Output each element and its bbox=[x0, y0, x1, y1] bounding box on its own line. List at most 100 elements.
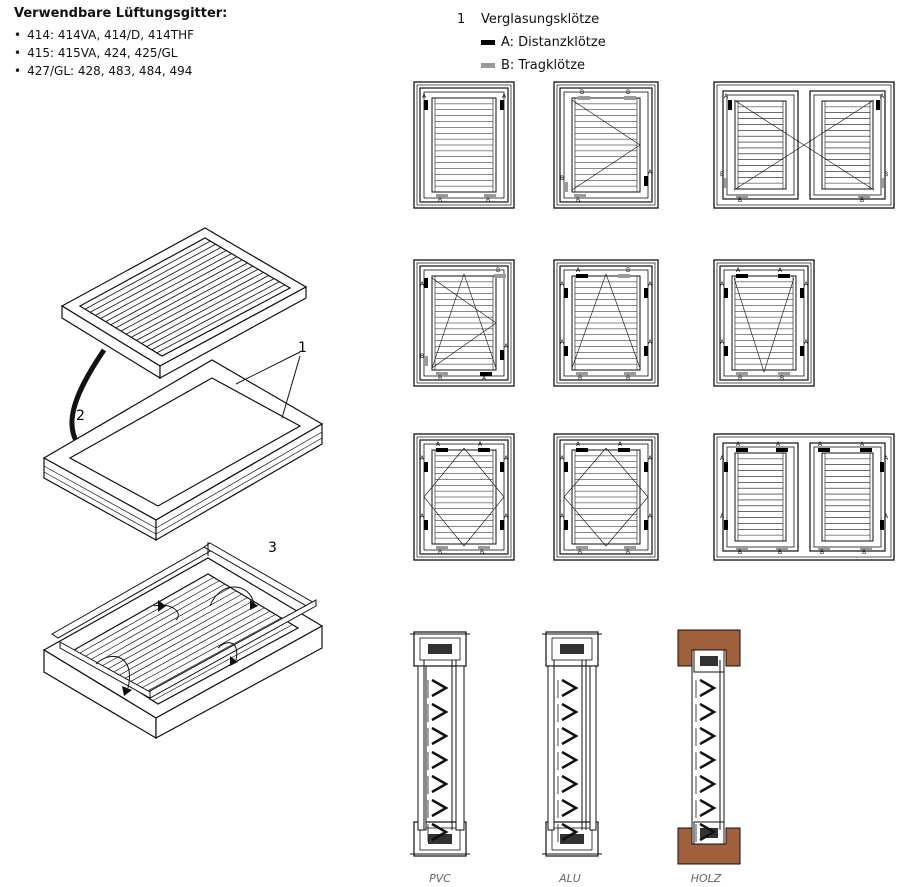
svg-text:A: A bbox=[720, 281, 725, 288]
svg-text:B: B bbox=[420, 353, 424, 360]
svg-text:A: A bbox=[880, 93, 885, 100]
svg-text:A: A bbox=[420, 455, 425, 462]
svg-text:B: B bbox=[884, 171, 888, 178]
legend-b-label: B: Tragklötze bbox=[501, 58, 586, 73]
svg-text:A: A bbox=[436, 441, 441, 448]
top-grille-panel bbox=[60, 227, 308, 380]
grid-list: 414: 414VA, 414/D, 414THF 415: 415VA, 42… bbox=[14, 26, 194, 80]
profile-label-holz: HOLZ bbox=[690, 872, 722, 885]
glazing-diagram-2: B B B B A bbox=[553, 81, 659, 209]
svg-text:A: A bbox=[648, 169, 653, 176]
svg-text:B: B bbox=[438, 197, 442, 204]
legend-title-line: 1 Verglasungsklötze bbox=[457, 8, 606, 31]
glazing-diagram-1: A A B B bbox=[413, 81, 515, 209]
svg-text:A: A bbox=[576, 441, 581, 448]
svg-text:A: A bbox=[724, 93, 729, 100]
svg-text:A: A bbox=[504, 513, 509, 520]
svg-text:A: A bbox=[560, 281, 565, 288]
glazing-beads bbox=[51, 542, 317, 699]
bead-arrow-heads bbox=[122, 600, 258, 696]
svg-text:A: A bbox=[736, 267, 741, 274]
svg-text:A: A bbox=[720, 339, 725, 346]
list-item: 414: 414VA, 414/D, 414THF bbox=[14, 26, 194, 44]
legend-item-a: A: Distanzklötze bbox=[457, 31, 606, 54]
svg-text:B: B bbox=[738, 375, 742, 382]
svg-text:A: A bbox=[502, 93, 507, 100]
svg-text:A: A bbox=[618, 441, 623, 448]
profile-section-holz bbox=[677, 629, 741, 865]
profile-label-pvc: PVC bbox=[429, 872, 451, 885]
svg-text:A: A bbox=[482, 375, 487, 382]
svg-text:B: B bbox=[820, 549, 824, 556]
legend: 1 Verglasungsklötze A: Distanzklötze B: T… bbox=[457, 8, 606, 77]
svg-text:A: A bbox=[560, 455, 565, 462]
svg-text:B: B bbox=[626, 375, 630, 382]
svg-text:B: B bbox=[438, 375, 442, 382]
svg-text:A: A bbox=[478, 441, 483, 448]
step-label-3: 3 bbox=[268, 540, 277, 556]
page-heading: Verwendbare Lüftungsgitter: bbox=[14, 6, 228, 21]
svg-text:B: B bbox=[496, 267, 500, 274]
leader-line bbox=[235, 351, 301, 385]
svg-text:A: A bbox=[720, 455, 725, 462]
svg-text:A: A bbox=[804, 339, 809, 346]
svg-text:B: B bbox=[480, 549, 484, 556]
legend-title: Verglasungsklötze bbox=[481, 12, 600, 27]
svg-text:A: A bbox=[776, 441, 781, 448]
step-label-2: 2 bbox=[76, 408, 85, 424]
profile-label-alu: ALU bbox=[559, 872, 581, 885]
window-frame bbox=[42, 359, 324, 542]
svg-text:A: A bbox=[884, 455, 889, 462]
svg-text:B: B bbox=[560, 175, 564, 182]
svg-text:B: B bbox=[862, 549, 866, 556]
svg-text:A: A bbox=[648, 513, 653, 520]
svg-text:A: A bbox=[560, 339, 565, 346]
svg-text:B: B bbox=[438, 549, 442, 556]
profile-section-alu bbox=[542, 631, 602, 857]
svg-text:B: B bbox=[780, 375, 784, 382]
svg-text:B: B bbox=[778, 549, 782, 556]
glazing-diagram-6: A A A A A A B B bbox=[713, 259, 815, 387]
list-item: 415: 415VA, 424, 425/GL bbox=[14, 44, 194, 62]
svg-text:B: B bbox=[578, 375, 582, 382]
svg-text:A: A bbox=[422, 93, 427, 100]
svg-text:A: A bbox=[560, 513, 565, 520]
glazing-diagram-4: A B B B A A bbox=[413, 259, 515, 387]
distance-block-swatch bbox=[481, 40, 495, 45]
svg-text:A: A bbox=[860, 441, 865, 448]
svg-text:B: B bbox=[738, 549, 742, 556]
svg-text:A: A bbox=[576, 267, 581, 274]
svg-text:A: A bbox=[884, 513, 889, 520]
svg-text:A: A bbox=[804, 281, 809, 288]
profile-section-pvc bbox=[410, 631, 470, 857]
svg-text:B: B bbox=[720, 171, 724, 178]
svg-text:A: A bbox=[818, 441, 823, 448]
svg-text:A: A bbox=[420, 513, 425, 520]
svg-text:B: B bbox=[626, 549, 630, 556]
svg-text:B: B bbox=[580, 89, 584, 96]
legend-number: 1 bbox=[457, 12, 466, 27]
support-block-swatch bbox=[481, 63, 495, 68]
svg-text:B: B bbox=[578, 549, 582, 556]
svg-text:B: B bbox=[738, 197, 742, 204]
svg-text:A: A bbox=[720, 513, 725, 520]
svg-text:B: B bbox=[576, 197, 580, 204]
svg-text:A: A bbox=[648, 339, 653, 346]
step-label-1: 1 bbox=[298, 340, 307, 356]
leader-line bbox=[281, 355, 301, 419]
svg-text:A: A bbox=[420, 281, 425, 288]
legend-item-b: B: Tragklötze bbox=[457, 54, 606, 77]
svg-text:A: A bbox=[778, 267, 783, 274]
installation-illustration: 2 1 3 bbox=[42, 227, 324, 740]
profile-sections bbox=[410, 629, 741, 865]
svg-text:B: B bbox=[860, 197, 864, 204]
svg-text:B: B bbox=[626, 267, 630, 274]
svg-text:A: A bbox=[504, 343, 509, 350]
svg-text:B: B bbox=[626, 89, 630, 96]
svg-text:B: B bbox=[486, 197, 490, 204]
svg-text:A: A bbox=[736, 441, 741, 448]
svg-text:A: A bbox=[648, 281, 653, 288]
